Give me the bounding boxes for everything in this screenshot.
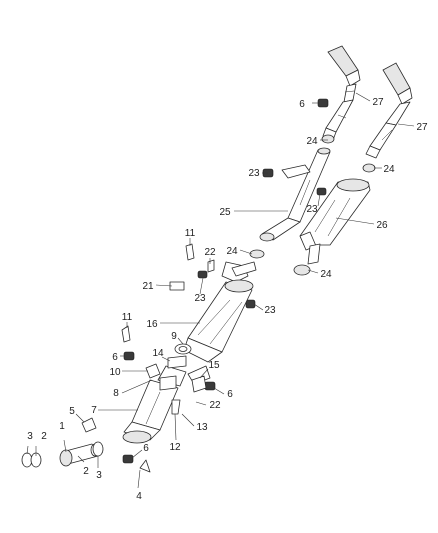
callout-6c: 6 [227,389,233,400]
callout-26: 26 [376,220,388,231]
callout-11a: 11 [185,228,196,239]
callout-23c: 23 [194,293,206,304]
exhaust-assembly-drawing [21,45,413,473]
callout-6d: 6 [143,443,149,454]
callout-7: 7 [91,405,97,416]
callout-12: 12 [169,442,181,453]
leader-lines [26,92,415,489]
callout-1: 1 [59,421,65,432]
callout-10: 10 [109,367,121,378]
right-tailpipe [365,62,413,159]
callout-24c: 24 [226,246,238,257]
callout-27a: 27 [372,97,384,108]
callout-3a: 3 [27,431,33,442]
callout-23a: 23 [248,168,260,179]
callout-2b: 2 [83,466,89,477]
band-clamps [249,134,376,276]
callout-6a: 6 [299,99,305,110]
left-tailpipe [322,45,361,141]
callout-13: 13 [196,422,208,433]
callout-15: 15 [208,360,220,371]
callout-24b: 24 [383,164,395,175]
particulate-filter [183,261,257,363]
callout-22a: 22 [204,247,216,258]
callout-24d: 24 [320,269,332,280]
callout-2a: 2 [41,431,47,442]
callout-22b: 22 [209,400,221,411]
callout-23b: 23 [306,204,318,215]
callout-24a: 24 [306,136,318,147]
callout-11b: 11 [122,312,133,323]
intermediate-pipe [259,147,331,242]
callout-8: 8 [113,388,119,399]
callout-labels: 1 2 2 3 3 4 5 6 6 6 6 7 8 9 10 11 11 12 … [27,97,428,502]
callout-4: 4 [136,491,142,502]
catalytic-converter [122,365,211,444]
brackets-and-sensors [81,243,215,473]
callout-25: 25 [219,207,231,218]
callout-14: 14 [152,348,164,359]
callout-23d: 23 [264,305,276,316]
callout-5: 5 [69,406,75,417]
callout-16: 16 [146,319,158,330]
callout-9: 9 [171,331,177,342]
flange-gasket [174,343,192,355]
callout-21: 21 [142,281,154,292]
callout-27b: 27 [416,122,428,133]
callout-3b: 3 [96,470,102,481]
callout-6b: 6 [112,352,118,363]
muffler [299,178,371,265]
